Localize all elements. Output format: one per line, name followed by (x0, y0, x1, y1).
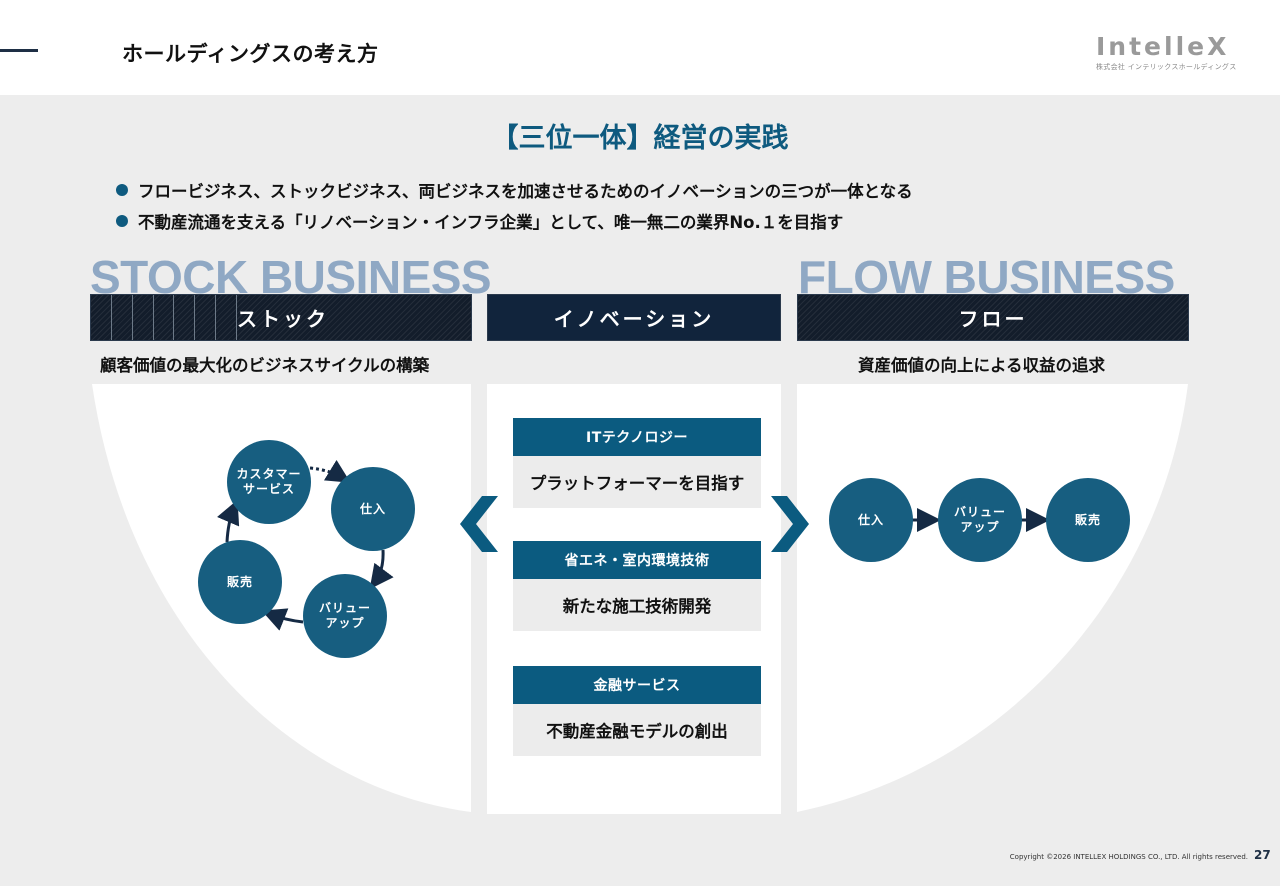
slide-header: ホールディングスの考え方 IntelleX 株式会社 インテリックスホールディン… (0, 0, 1280, 95)
chevron-right-icon (771, 496, 809, 552)
node-label: バリュー (953, 505, 1006, 519)
bullet-item: フロービジネス、ストックビジネス、両ビジネスを加速させるためのイノベーションの三… (116, 174, 913, 205)
cycle-node-customer-service: カスタマーサービス (227, 440, 311, 524)
arrow-customer-to-purchase (309, 459, 351, 483)
stock-bar-stripes (91, 295, 238, 340)
innovation-card-heading: 省エネ・室内環境技術 (513, 541, 761, 579)
bullet-text: フロービジネス、ストックビジネス、両ビジネスを加速させるためのイノベーションの三… (138, 181, 913, 201)
cycle-node-purchase: 仕入 (331, 467, 415, 551)
bullet-dot-icon (116, 214, 128, 227)
stock-business-label: STOCK BUSINESS (90, 251, 492, 303)
node-label: バリュー (318, 601, 371, 615)
page-title: ホールディングスの考え方 (122, 42, 379, 66)
flow-node-value-up: バリューアップ (938, 478, 1022, 562)
node-label: 販売 (1074, 512, 1101, 527)
stock-bar: ストック (90, 294, 472, 341)
arrow-sales-to-customer (217, 499, 240, 543)
stock-subtitle: 顧客価値の最大化のビジネスサイクルの構築 (100, 356, 430, 375)
page-number: 27 (1254, 848, 1271, 862)
node-label: 仕入 (857, 512, 884, 527)
innovation-bar: イノベーション (487, 294, 781, 341)
innovation-column: ITテクノロジー プラットフォーマーを目指す 省エネ・室内環境技術 新たな施工技… (487, 384, 781, 814)
node-label: 販売 (226, 574, 253, 589)
flow-node-sales: 販売 (1046, 478, 1130, 562)
node-label: サービス (242, 482, 295, 496)
bullet-list: フロービジネス、ストックビジネス、両ビジネスを加速させるためのイノベーションの三… (116, 174, 913, 236)
flow-subtitle: 資産価値の向上による収益の追求 (858, 356, 1106, 375)
logo-subtitle: 株式会社 インテリックスホールディングス (1096, 63, 1237, 71)
innovation-card-body: 不動産金融モデルの創出 (513, 704, 761, 756)
innovation-card-finance: 金融サービス 不動産金融モデルの創出 (513, 666, 761, 756)
flow-bar-label: フロー (958, 307, 1028, 331)
header-accent-rule (0, 49, 38, 52)
flow-node-purchase: 仕入 (829, 478, 913, 562)
node-label: アップ (960, 520, 1000, 534)
section-title: 【三位一体】経営の実践 (491, 123, 789, 154)
innovation-card-it: ITテクノロジー プラットフォーマーを目指す (513, 418, 761, 508)
innovation-card-heading: 金融サービス (513, 666, 761, 704)
cycle-node-sales: 販売 (198, 540, 282, 624)
flow-business-label: FLOW BUSINESS (798, 251, 1175, 303)
cycle-node-value-up: バリューアップ (303, 574, 387, 658)
copyright-text: Copyright ©2026 INTELLEX HOLDINGS CO., L… (1009, 853, 1248, 861)
arrow-purchase-to-valueup (369, 549, 394, 590)
bullet-item: 不動産流通を支える「リノベーション・インフラ企業」として、唯一無二の業界No.１… (116, 205, 913, 236)
node-label: アップ (325, 616, 365, 630)
bullet-text: 不動産流通を支える「リノベーション・インフラ企業」として、唯一無二の業界No.１… (138, 212, 844, 232)
innovation-card-energy: 省エネ・室内環境技術 新たな施工技術開発 (513, 541, 761, 631)
arrow-valueup-to-sales (261, 608, 304, 631)
flow-panel-shape (797, 384, 1188, 812)
company-logo: IntelleX 株式会社 インテリックスホールディングス (1096, 33, 1246, 72)
innovation-bar-label: イノベーション (553, 307, 715, 331)
innovation-card-body: 新たな施工技術開発 (513, 579, 761, 631)
stock-bar-label: ストック (237, 307, 329, 331)
node-label: 仕入 (359, 501, 386, 516)
node-label: カスタマー (236, 467, 302, 481)
innovation-card-heading: ITテクノロジー (513, 418, 761, 456)
flow-bar: フロー (797, 294, 1189, 341)
innovation-card-body: プラットフォーマーを目指す (513, 456, 761, 508)
logo-wordmark: IntelleX (1096, 32, 1230, 61)
chevron-left-icon (460, 496, 498, 552)
bullet-dot-icon (116, 183, 128, 196)
